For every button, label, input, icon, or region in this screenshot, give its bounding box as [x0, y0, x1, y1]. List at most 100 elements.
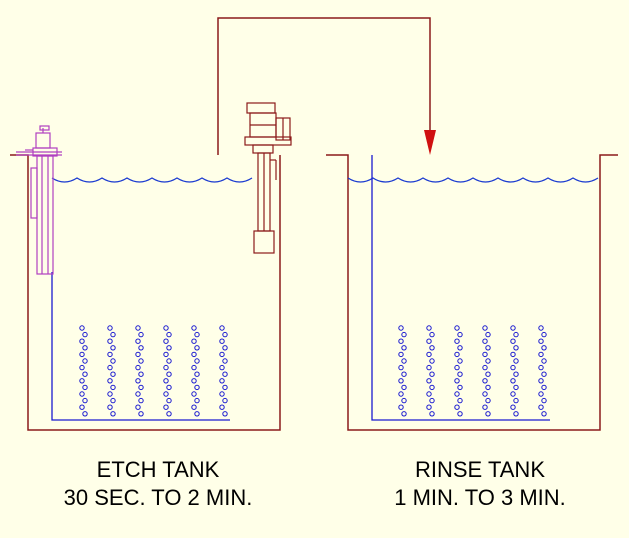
etch-tank-outline [10, 154, 281, 431]
bubble [401, 397, 407, 404]
bubble [426, 404, 432, 410]
bubble [485, 345, 491, 351]
bubble [454, 391, 460, 397]
bubble [219, 364, 225, 371]
bubble [426, 351, 432, 358]
bubble [457, 397, 463, 404]
bubble [82, 411, 88, 417]
bubble [454, 404, 460, 410]
bubble [138, 331, 144, 338]
bubble [135, 364, 141, 371]
bubble [482, 338, 488, 344]
bubble [82, 331, 88, 338]
bubble [194, 397, 200, 404]
bubble [194, 411, 200, 417]
bubble [138, 411, 144, 417]
bubble [194, 371, 200, 377]
bubble [510, 351, 516, 358]
bubble [482, 391, 488, 397]
bubble [166, 345, 172, 351]
bubble [222, 358, 228, 364]
bubble [398, 325, 404, 331]
bubble [538, 404, 544, 410]
bubble [513, 397, 519, 404]
bubble [166, 358, 172, 364]
bubble [510, 338, 516, 344]
bubble [538, 378, 544, 384]
bubble [135, 404, 141, 410]
bubble [82, 371, 88, 377]
bubble [163, 391, 169, 397]
bubble [454, 364, 460, 371]
bubble [429, 384, 435, 391]
bubble [538, 338, 544, 344]
bubble [541, 371, 547, 377]
bubble [457, 345, 463, 351]
bubble [163, 364, 169, 371]
bubble [107, 364, 113, 371]
bubble [429, 345, 435, 351]
bubble [482, 364, 488, 371]
bubble [398, 404, 404, 410]
bubble [485, 371, 491, 377]
rinse-air-line [371, 155, 550, 421]
etch-air-line [51, 272, 230, 421]
bubble [82, 397, 88, 404]
bubble [79, 351, 85, 358]
bubble [219, 378, 225, 384]
bubble [166, 371, 172, 377]
bubble [82, 358, 88, 364]
bubble [485, 397, 491, 404]
bubble [513, 331, 519, 338]
bubble [166, 384, 172, 391]
bubble [541, 384, 547, 391]
bubble [107, 391, 113, 397]
rinse-tank-outline [326, 154, 618, 431]
bubble [538, 364, 544, 371]
bubble [426, 364, 432, 371]
bubble [485, 411, 491, 417]
bubble [163, 338, 169, 344]
bubble [110, 411, 116, 417]
bubble [457, 331, 463, 338]
bubble [219, 391, 225, 397]
etch-bubbler-icon [79, 325, 228, 417]
bubble [485, 358, 491, 364]
immersion-heater-icon [16, 125, 62, 275]
bubble [110, 384, 116, 391]
bubble [513, 411, 519, 417]
bubble [513, 345, 519, 351]
bubble [194, 358, 200, 364]
transfer-pipe [217, 17, 431, 155]
bubble [398, 351, 404, 358]
bubble [191, 338, 197, 344]
bubble [222, 397, 228, 404]
rinse-tank-name: RINSE TANK [415, 457, 545, 482]
bubble [457, 411, 463, 417]
bubble [194, 345, 200, 351]
bubble [510, 325, 516, 331]
bubble [401, 345, 407, 351]
bubble [138, 371, 144, 377]
bubble [191, 364, 197, 371]
bubble [401, 371, 407, 377]
bubble [429, 358, 435, 364]
bubble [191, 391, 197, 397]
bubble [219, 404, 225, 410]
bubble [191, 351, 197, 358]
bubble [541, 411, 547, 417]
bubble [429, 371, 435, 377]
bubble [510, 364, 516, 371]
bubble [138, 358, 144, 364]
etch-tank-time: 30 SEC. TO 2 MIN. [63, 485, 253, 510]
bubble [222, 411, 228, 417]
bubble [82, 384, 88, 391]
bubble [163, 378, 169, 384]
bubble [163, 404, 169, 410]
bubble [541, 331, 547, 338]
bubble [166, 411, 172, 417]
pump-icon [244, 102, 292, 254]
bubble [107, 338, 113, 344]
bubble [219, 351, 225, 358]
